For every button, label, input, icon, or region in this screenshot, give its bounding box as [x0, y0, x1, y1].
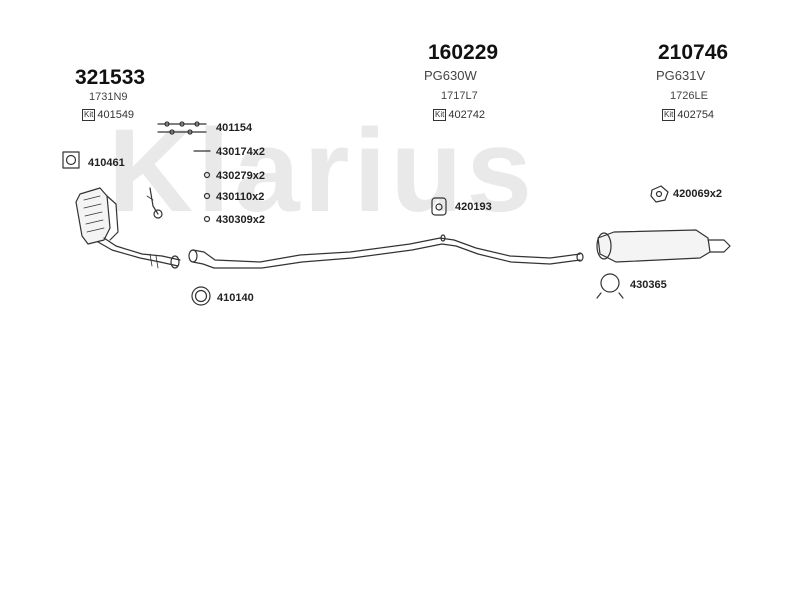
clamp-430365-icon [596, 273, 624, 299]
part-label-401154: 401154 [216, 122, 253, 134]
nut-430279-icon [203, 171, 211, 179]
part-label-420193: 420193 [455, 201, 492, 213]
bolt-set-401154-icon [157, 121, 207, 135]
ring-gasket-410140-icon [191, 286, 211, 306]
kit-number: 402742 [448, 109, 486, 121]
part-label-420069: 420069x2 [673, 188, 722, 200]
part-label-410140: 410140 [217, 292, 254, 304]
nut-430309-icon [203, 215, 211, 223]
kit-number: 401549 [97, 109, 135, 121]
rear-silencer-icon [596, 229, 731, 263]
sub-code-rear-silencer: 1726LE [670, 90, 708, 102]
part-label-410461: 410461 [88, 157, 125, 169]
kit-number: 402754 [677, 109, 715, 121]
part-number-rear-silencer: 210746 [658, 41, 729, 64]
rubber-mount-420193-icon [431, 197, 447, 216]
kit-row-catalytic-converter: Kit 401549 [82, 109, 134, 121]
lambda-sensor-icon [146, 187, 163, 219]
part-label-430174: 430174x2 [216, 146, 265, 158]
middle-pipe-icon [188, 234, 584, 269]
kit-row-middle-pipe: Kit 402742 [433, 109, 485, 121]
washer-430110-icon [203, 192, 211, 200]
kit-badge: Kit [662, 109, 676, 121]
part-label-430110: 430110x2 [216, 191, 265, 203]
part-label-430309: 430309x2 [216, 214, 265, 226]
kit-badge: Kit [82, 109, 96, 121]
kit-badge: Kit [433, 109, 447, 121]
sub-code-middle-pipe: 1717L7 [441, 90, 478, 102]
gasket-410461-icon [62, 151, 80, 169]
oe-code-catalytic-converter: 1731N9 [89, 91, 128, 103]
part-label-430279: 430279x2 [216, 170, 265, 182]
oe-code-middle-pipe: PG630W [424, 68, 477, 83]
part-number-middle-pipe: 160229 [428, 41, 499, 64]
rubber-mount-420069-icon [650, 185, 669, 203]
oe-code-rear-silencer: PG631V [656, 68, 706, 83]
part-number-catalytic-converter: 321533 [75, 66, 146, 89]
part-label-430365: 430365 [630, 279, 667, 291]
kit-row-rear-silencer: Kit 402754 [662, 109, 714, 121]
catalytic-converter-icon [75, 187, 181, 269]
